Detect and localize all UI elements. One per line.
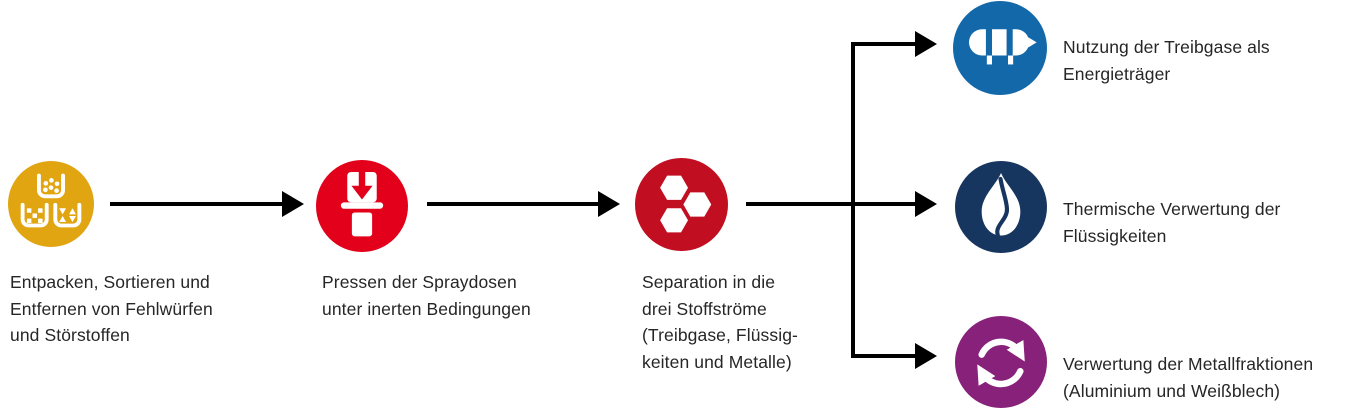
recycle-icon <box>977 338 1025 388</box>
arrow-to-output-1 <box>853 31 937 57</box>
output-circle <box>955 161 1047 253</box>
output-circle <box>955 316 1047 408</box>
arrow-to-output-2 <box>853 191 937 217</box>
output-circle <box>953 1 1047 95</box>
branch-vertical-line <box>851 42 855 358</box>
step-label: Entpacken, Sortieren und Entfernen von F… <box>10 272 213 345</box>
gas-tank-icon <box>968 27 1037 65</box>
process-step-node <box>8 161 94 247</box>
output-label: Verwertung der Metallfraktionen (Alumini… <box>1063 354 1314 401</box>
step-label: Pressen der Spraydosen unter inerten Bed… <box>322 272 531 319</box>
step-label: Separation in die drei Stoffströme (Trei… <box>642 272 798 372</box>
arrow-step1-step2 <box>110 191 304 217</box>
output-node <box>953 1 1047 95</box>
flame-icon <box>981 172 1021 238</box>
output-label: Nutzung der Treibgase als Energieträger <box>1063 37 1270 84</box>
process-step-node <box>635 158 728 251</box>
step-circle <box>635 158 728 251</box>
step-circle <box>316 160 408 252</box>
output-node <box>955 316 1047 408</box>
branch-feed-line <box>746 202 855 206</box>
process-step-node <box>316 160 408 252</box>
arrow-to-output-3 <box>853 343 937 369</box>
step-circle <box>8 161 94 247</box>
output-node <box>955 161 1047 253</box>
sorting-bins-icon <box>20 173 82 228</box>
arrow-step2-step3 <box>427 191 620 217</box>
output-label: Thermische Verwertung der Flüssigkeiten <box>1063 199 1281 246</box>
press-icon <box>340 171 384 237</box>
hexagons-icon <box>660 175 712 233</box>
